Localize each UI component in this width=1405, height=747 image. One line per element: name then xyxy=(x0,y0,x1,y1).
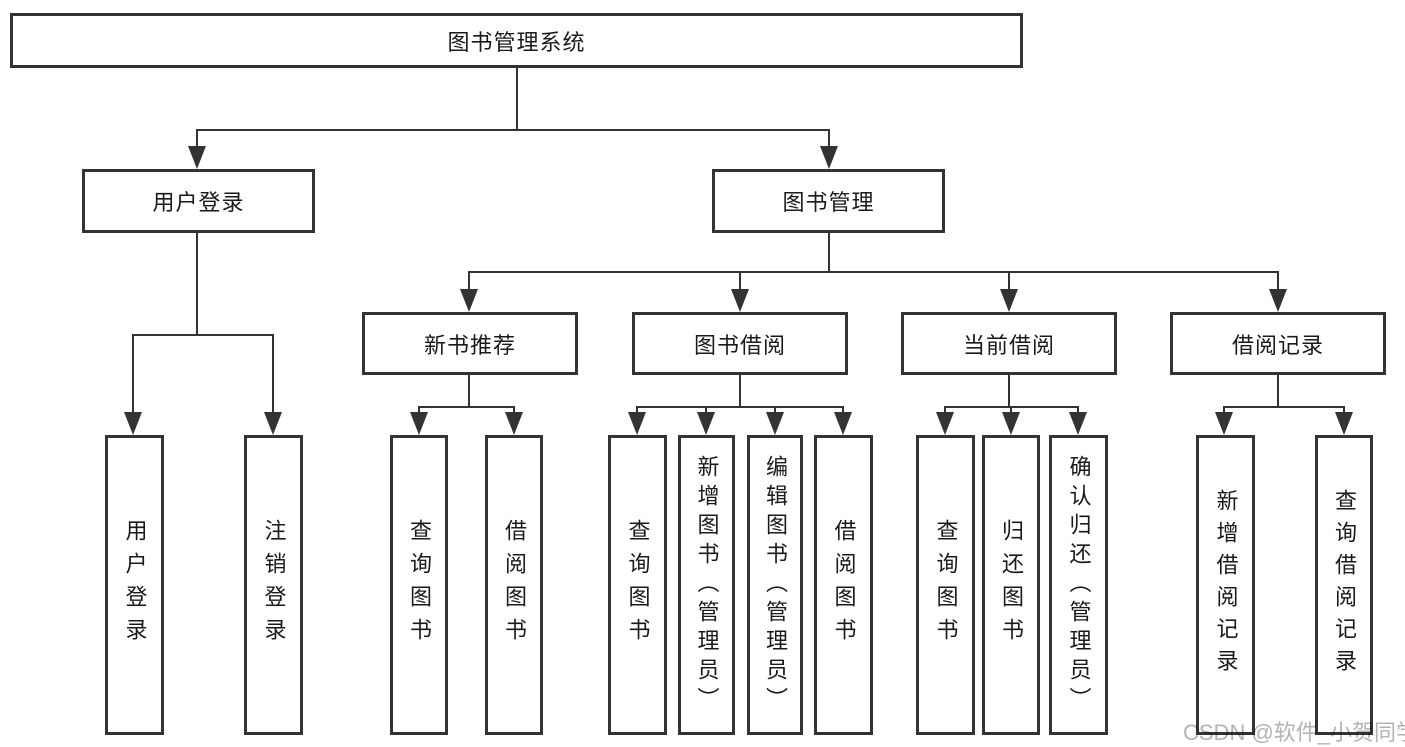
leaf-add-borrow-record: 新增借阅记录 xyxy=(1196,435,1255,735)
connector-line xyxy=(1077,406,1079,416)
connector-line xyxy=(1224,406,1345,408)
node-label: 借阅图书 xyxy=(502,519,527,651)
connector-line xyxy=(468,375,470,408)
node-label: 图书管理系统 xyxy=(447,29,586,55)
arrow-down-icon xyxy=(1002,412,1020,435)
node-label: 新增借阅记录 xyxy=(1213,489,1239,681)
connector-line xyxy=(272,334,274,417)
node-label: 借阅记录 xyxy=(1231,332,1324,358)
node-root-system: 图书管理系统 xyxy=(10,13,1023,68)
connector-line xyxy=(637,406,844,408)
arrow-down-icon xyxy=(264,412,282,435)
arrow-down-icon xyxy=(410,412,428,435)
connector-line xyxy=(944,406,946,416)
node-new-book-recommend: 新书推荐 xyxy=(362,312,578,375)
leaf-query-books-borrowing: 查询图书 xyxy=(608,435,667,735)
node-label: 用户登录 xyxy=(152,190,245,215)
node-label: 查询图书 xyxy=(407,519,432,651)
arrow-down-icon xyxy=(1269,289,1287,312)
connector-line xyxy=(1010,406,1012,416)
leaf-confirm-return-admin: 确认归还（管理员） xyxy=(1049,435,1108,735)
arrow-down-icon xyxy=(766,412,784,435)
connector-line xyxy=(1008,271,1010,293)
leaf-logout: 注销登录 xyxy=(244,435,303,735)
arrow-down-icon xyxy=(820,146,838,169)
arrow-down-icon xyxy=(834,412,852,435)
connector-line xyxy=(705,406,707,416)
node-book-management: 图书管理 xyxy=(712,169,945,233)
node-label: 注销登录 xyxy=(261,519,287,651)
node-label: 查询图书 xyxy=(933,519,959,651)
leaf-return-books: 归还图书 xyxy=(982,435,1040,735)
leaf-add-books-admin: 新增图书（管理员） xyxy=(678,435,735,735)
connector-line xyxy=(1223,406,1225,416)
connector-line xyxy=(132,334,134,417)
leaf-query-books-current: 查询图书 xyxy=(916,435,975,735)
arrow-down-icon xyxy=(731,289,749,312)
connector-line xyxy=(636,406,638,416)
arrow-down-icon xyxy=(505,412,523,435)
connector-line xyxy=(1277,271,1279,293)
connector-line xyxy=(468,271,470,293)
leaf-borrow-books: 借阅图书 xyxy=(814,435,873,735)
node-user-login: 用户登录 xyxy=(82,169,315,233)
node-label: 查询图书 xyxy=(625,519,651,651)
node-label: 确认归还（管理员） xyxy=(1066,454,1092,716)
connector-line xyxy=(196,129,198,148)
node-label: 借阅图书 xyxy=(831,519,857,651)
connector-line xyxy=(469,271,1279,273)
leaf-query-borrow-record: 查询借阅记录 xyxy=(1315,435,1373,735)
node-label: 新书推荐 xyxy=(423,332,516,358)
connector-line xyxy=(1277,375,1279,408)
node-label: 图书借阅 xyxy=(693,332,786,358)
connector-line xyxy=(197,129,830,131)
node-label: 当前借阅 xyxy=(962,332,1055,358)
node-current-borrowing: 当前借阅 xyxy=(901,312,1117,375)
leaf-user-login: 用户登录 xyxy=(105,435,164,735)
connector-line xyxy=(196,233,198,336)
node-borrowing-records: 借阅记录 xyxy=(1170,312,1386,375)
connector-line xyxy=(828,129,830,148)
connector-line xyxy=(516,68,518,130)
connector-line xyxy=(418,406,420,416)
node-book-borrowing: 图书借阅 xyxy=(632,312,848,375)
connector-line xyxy=(828,233,830,273)
arrow-down-icon xyxy=(1000,289,1018,312)
node-label: 用户登录 xyxy=(122,519,148,651)
arrow-down-icon xyxy=(188,146,206,169)
csdn-watermark: CSDN @软件_小贺同学 xyxy=(1183,720,1405,745)
node-label: 图书管理 xyxy=(782,190,875,215)
connector-line xyxy=(945,406,1079,408)
connector-line xyxy=(774,406,776,416)
arrow-down-icon xyxy=(936,412,954,435)
arrow-down-icon xyxy=(1069,412,1087,435)
connector-line xyxy=(739,271,741,293)
node-label: 新增图书（管理员） xyxy=(694,454,720,716)
connector-line xyxy=(419,406,515,408)
connector-line xyxy=(513,406,515,416)
arrow-down-icon xyxy=(697,412,715,435)
connector-line xyxy=(842,406,844,416)
connector-line xyxy=(1343,406,1345,416)
connector-line xyxy=(133,334,274,336)
leaf-query-books-recommend: 查询图书 xyxy=(390,435,448,735)
node-label: 归还图书 xyxy=(999,519,1024,651)
connector-line xyxy=(739,375,741,408)
connector-line xyxy=(1008,375,1010,408)
arrow-down-icon xyxy=(1335,412,1353,435)
node-label: 编辑图书（管理员） xyxy=(763,454,788,716)
arrow-down-icon xyxy=(628,412,646,435)
arrow-down-icon xyxy=(460,289,478,312)
arrow-down-icon xyxy=(1215,412,1233,435)
leaf-edit-books-admin: 编辑图书（管理员） xyxy=(747,435,803,735)
arrow-down-icon xyxy=(124,412,142,435)
leaf-borrow-books-recommend: 借阅图书 xyxy=(485,435,543,735)
node-label: 查询借阅记录 xyxy=(1332,489,1357,681)
